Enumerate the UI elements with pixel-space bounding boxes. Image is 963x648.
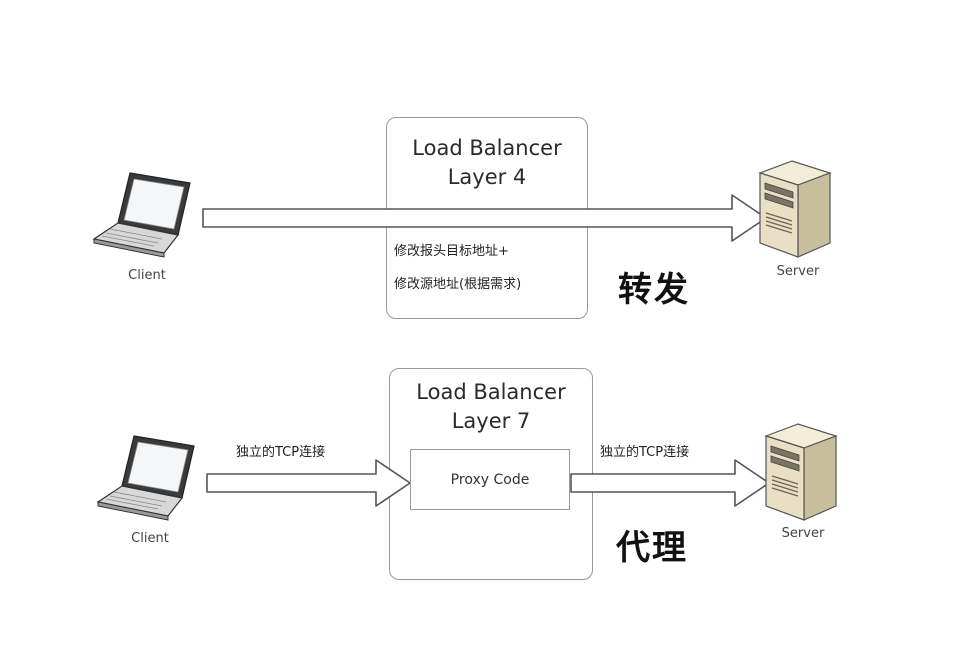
layer4-server-label: Server [776,264,820,279]
layer7-title-line1: Load Balancer [416,380,566,404]
layer4-server-icon [758,160,832,258]
layer4-forward-arrow [202,194,767,242]
layer7-title: Load Balancer Layer 7 [389,378,593,437]
layer4-action-label: 转发 [618,270,690,310]
layer4-client-laptop-icon [92,172,191,258]
layer4-note-line2: 修改源地址(根据需求) [394,277,522,292]
layer7-left-connection-label: 独立的TCP连接 [236,445,326,460]
layer7-action-label: 代理 [616,528,688,568]
layer7-inbound-arrow [206,459,411,507]
layer7-right-connection-label: 独立的TCP连接 [600,445,690,460]
layer7-outbound-arrow [570,459,770,507]
layer4-client-label: Client [128,268,166,283]
layer7-title-line2: Layer 7 [451,409,531,434]
layer4-title-line1: Load Balancer [412,136,562,160]
layer7-server-label: Server [781,526,825,541]
layer4-title-line2: Layer 4 [447,165,527,190]
layer4-title: Load Balancer Layer 4 [386,134,588,193]
layer7-server-icon [764,423,838,521]
proxy-code-label: Proxy Code [450,471,530,488]
layer4-note-line1: 修改报头目标地址+ [394,244,509,259]
layer7-client-laptop-icon [96,435,195,521]
layer7-client-label: Client [131,531,169,546]
proxy-code-box: Proxy Code [410,449,570,510]
